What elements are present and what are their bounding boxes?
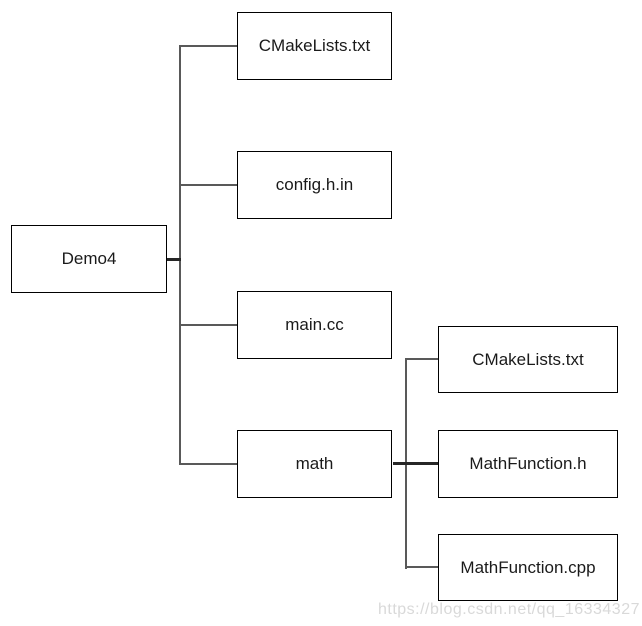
connector-branch-r-cmakelists	[406, 358, 438, 360]
node-mathfunction-h-label: MathFunction.h	[469, 454, 587, 473]
node-cmakelists-root: CMakeLists.txt	[237, 12, 392, 80]
node-math: math	[237, 430, 392, 498]
node-math-label: math	[295, 454, 334, 473]
node-main-cc-label: main.cc	[285, 315, 344, 334]
node-demo4: Demo4	[11, 225, 167, 293]
node-cmakelists-math-label: CMakeLists.txt	[472, 349, 584, 369]
node-cmakelists-root-label: CMakeLists.txt	[258, 36, 371, 55]
connector-branch-r-mathfunction-cpp	[406, 566, 438, 568]
connector-stub-math	[393, 462, 438, 465]
node-config-h-in-label: config.h.in	[275, 175, 354, 194]
node-mathfunction-h: MathFunction.h	[438, 430, 618, 498]
connector-branch-math	[180, 463, 237, 465]
connector-branch-cmakelists	[180, 45, 237, 47]
connector-root-trunk	[179, 45, 181, 465]
node-config-h-in: config.h.in	[237, 151, 392, 219]
connector-branch-maincc	[180, 324, 237, 326]
connector-stub-demo4	[167, 258, 181, 261]
watermark-url: https://blog.csdn.net/qq_16334327	[377, 601, 640, 618]
node-mathfunction-cpp-label: MathFunction.cpp	[460, 557, 596, 577]
node-cmakelists-math: CMakeLists.txt	[438, 326, 618, 393]
node-demo4-label: Demo4	[61, 249, 117, 268]
node-mathfunction-cpp: MathFunction.cpp	[438, 534, 618, 601]
connector-branch-config	[180, 184, 237, 186]
node-main-cc: main.cc	[237, 291, 392, 359]
